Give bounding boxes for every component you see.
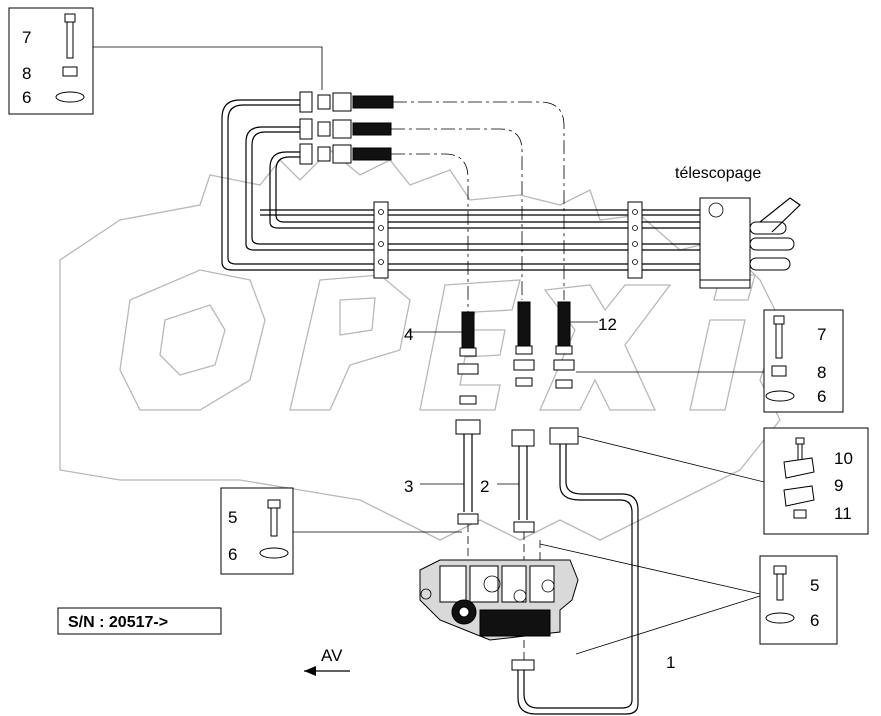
serial-box: [57, 607, 222, 635]
kit-top-left-label-a: 7: [22, 28, 31, 47]
kit-left-lower: 5 6: [220, 487, 294, 575]
direction-label: AV: [321, 646, 343, 665]
kit-right-lower-label-a: 5: [810, 576, 819, 595]
kit-right-upper-label-b: 8: [817, 363, 826, 382]
kit-right-lower-label-b: 6: [810, 611, 819, 630]
kit-clamp-label-b: 9: [834, 476, 843, 495]
callout-12: 12: [598, 315, 617, 334]
leaders: [293, 321, 770, 655]
centerlines: [467, 524, 541, 660]
kit-clamp-label-c: 11: [834, 504, 852, 523]
kit-right-upper-label-a: 7: [817, 325, 826, 344]
kit-top-left: 7 8 6: [8, 7, 94, 115]
bundle-clamp-right: [627, 201, 643, 279]
direction-arrow: [304, 666, 350, 676]
hose-2: [511, 301, 535, 533]
kit-right-upper: 7 8 6: [763, 309, 844, 413]
kit-top-left-label-b: 8: [22, 64, 31, 83]
callout-3: 3: [404, 477, 413, 496]
top-fittings: [299, 91, 565, 312]
kit-clamp: 10 9 11: [763, 427, 869, 535]
telescopage-label: télescopage: [675, 165, 761, 182]
hose-12: [549, 301, 579, 445]
control-valve: [419, 559, 579, 641]
callout-1: 1: [666, 653, 675, 672]
kit-left-lower-label-b: 6: [228, 545, 237, 564]
kit-clamp-label-a: 10: [834, 449, 853, 468]
callout-2: 2: [480, 477, 489, 496]
leader-kit-top-left: [93, 46, 323, 90]
kit-right-lower: 5 6: [759, 555, 838, 645]
callout-4: 4: [404, 325, 413, 344]
bundle-clamp-left: [373, 201, 389, 279]
pipe-1: [517, 444, 639, 715]
kit-left-lower-label-a: 5: [228, 508, 237, 527]
watermark-logo: [59, 149, 781, 541]
kit-top-left-label-c: 6: [22, 88, 31, 107]
kit-right-upper-label-c: 6: [817, 387, 826, 406]
hose-4: [455, 311, 481, 525]
pipe-1-fitting: [511, 659, 535, 671]
telescoping-block: [699, 197, 801, 289]
serial-number: S/N : 20517->: [68, 614, 168, 631]
pipe-bundle: [221, 99, 700, 271]
